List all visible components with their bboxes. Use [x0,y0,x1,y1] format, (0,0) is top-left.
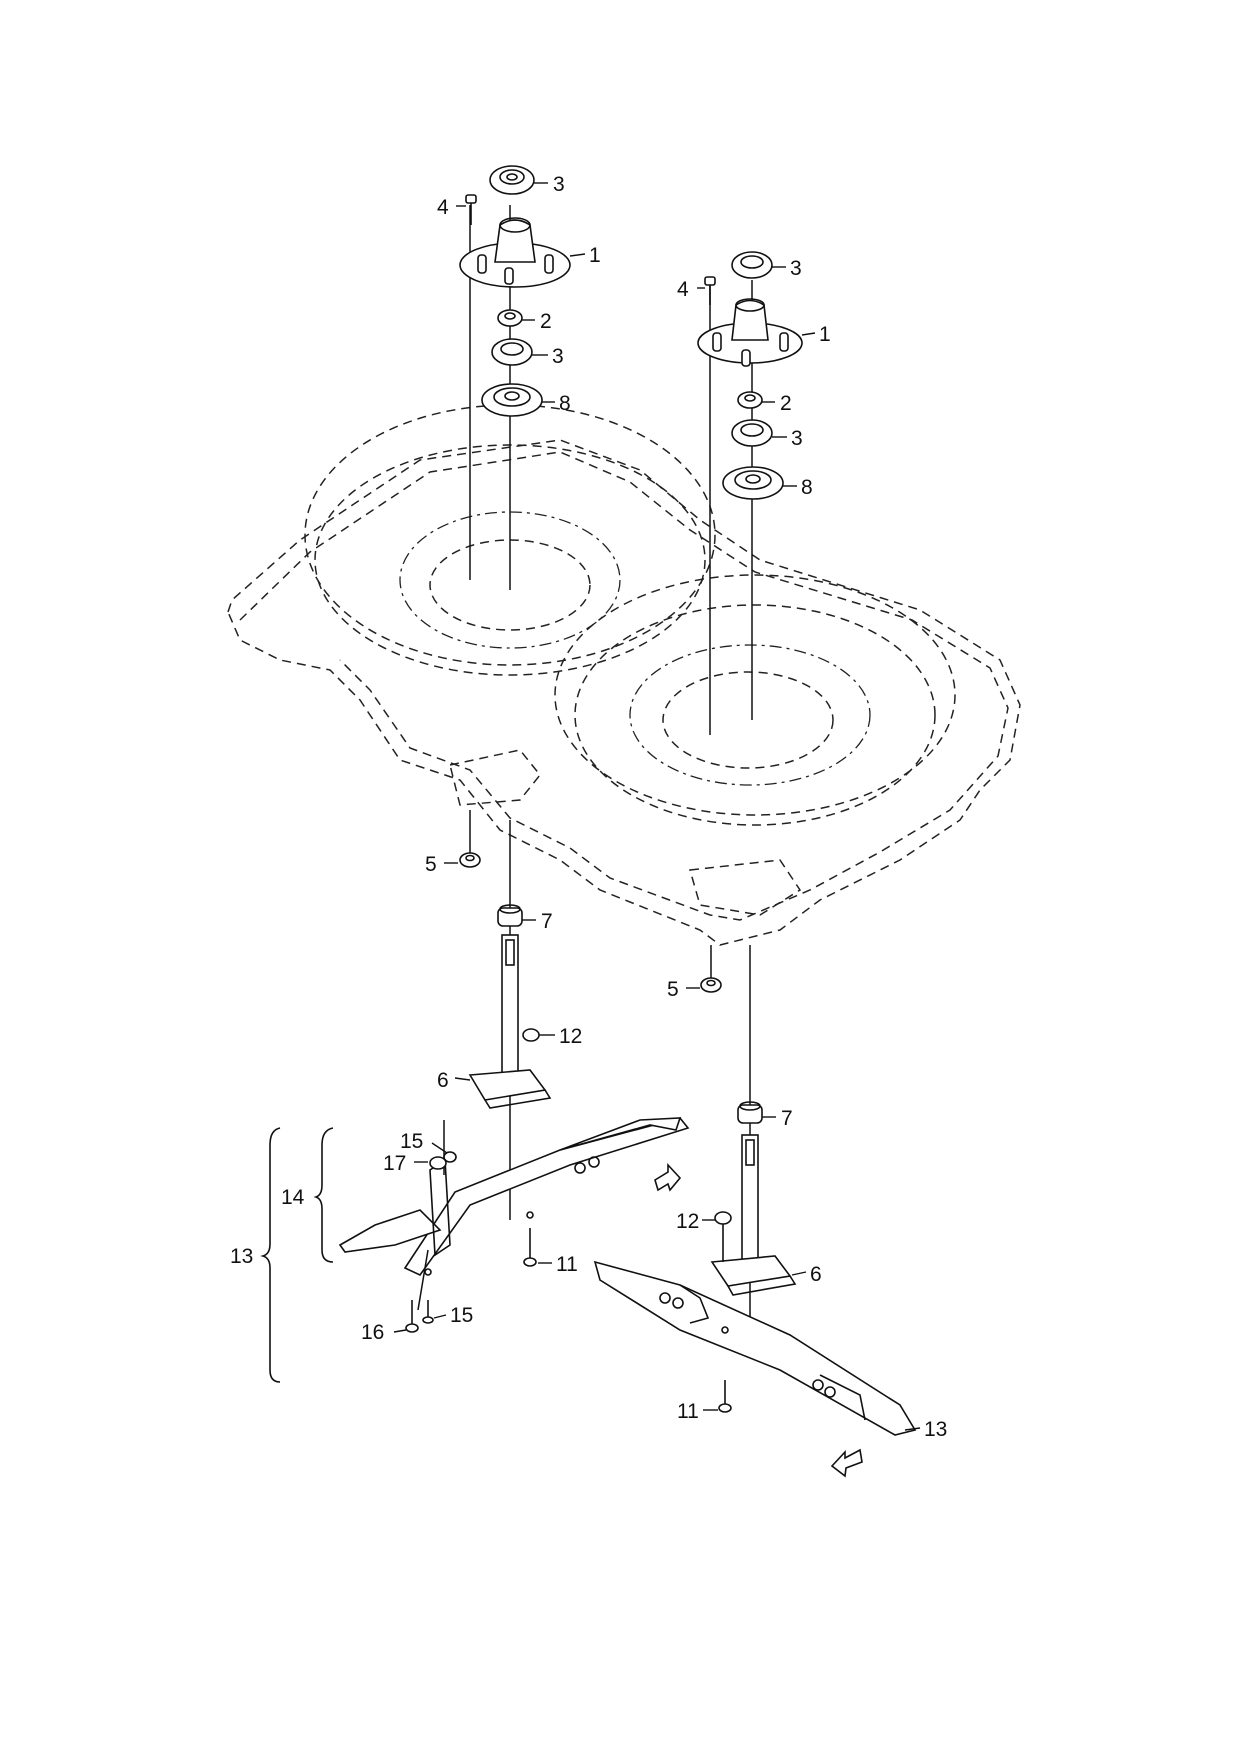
leader-lines [393,182,921,1431]
bearing-top-left [489,165,535,195]
callout-8-right: 8 [801,476,813,499]
right-blade [593,1260,917,1478]
callout-labels: 3 4 1 2 3 8 3 4 1 2 3 8 5 7 12 6 5 7 15 … [230,173,947,1441]
bracket-13 [260,1127,281,1383]
callout-3-top-right: 3 [790,257,802,280]
left-blade-assembly [260,1117,690,1383]
bolt-4-left [465,194,477,225]
callout-7-left: 7 [541,910,553,933]
left-spindle-assembly [459,165,571,1220]
callout-16: 16 [361,1321,384,1344]
nut-17 [429,1156,447,1170]
mower-deck-outline [227,404,1021,946]
spindle-shaft-right [741,1134,759,1271]
bushing-7-left [497,904,523,927]
callout-13-left: 13 [230,1245,253,1268]
bolt-11-left [523,1228,537,1267]
callout-6-left: 6 [437,1069,449,1092]
pulley-8-right [722,466,784,500]
callout-6-right: 6 [810,1263,822,1286]
nut-5-left [459,852,481,868]
callout-11-right: 11 [677,1400,699,1423]
nut-15-upper [443,1151,457,1163]
callout-12-left: 12 [559,1025,582,1048]
bearing-lower-left [491,338,533,366]
bolt-11-right [718,1380,732,1413]
callout-15-lower: 15 [450,1304,473,1327]
spindle-housing-left [459,217,571,288]
nut-12-right [714,1211,732,1262]
callout-2-left: 2 [540,310,552,333]
callout-12-right: 12 [676,1210,699,1233]
callout-4-right: 4 [677,278,689,301]
rotation-arrow-right [830,1448,863,1478]
blade-adapter-6-right [710,1255,797,1296]
callout-14: 14 [281,1186,305,1209]
callout-13-right: 13 [924,1418,947,1441]
bolt-15-lower [422,1300,434,1324]
callout-11-left: 11 [556,1253,578,1276]
callout-7-right: 7 [781,1107,793,1130]
bearing-top-right [731,251,773,279]
callout-15-upper: 15 [400,1130,423,1153]
bushing-7-right [737,1101,763,1124]
callout-2-right: 2 [780,392,792,415]
bolt-4-right [704,276,716,305]
spacer-2-right [737,391,763,409]
callout-3-top-left: 3 [553,173,565,196]
spindle-housing-right [697,298,803,367]
callout-17: 17 [383,1152,406,1175]
bearing-lower-right [731,419,773,447]
spacer-2-left [497,309,523,327]
callout-3-lower-right: 3 [791,427,803,450]
spindle-shaft-left [501,934,519,1081]
pulley-8-left [481,383,543,417]
rotation-arrow-left [654,1162,682,1192]
right-spindle-assembly [697,251,803,1335]
nut-12-left [522,1028,540,1042]
callout-5-left: 5 [425,853,437,876]
bracket-14 [313,1127,334,1263]
callout-1-left: 1 [589,244,601,267]
bolt-16 [405,1300,419,1333]
callout-4-left: 4 [437,196,449,219]
callout-8-left: 8 [559,392,571,415]
blade-adapter-6-left [468,1069,552,1109]
nut-5-right [700,977,722,993]
callout-3-lower-left: 3 [552,345,564,368]
callout-1-right: 1 [819,323,831,346]
callout-5-right: 5 [667,978,679,1001]
